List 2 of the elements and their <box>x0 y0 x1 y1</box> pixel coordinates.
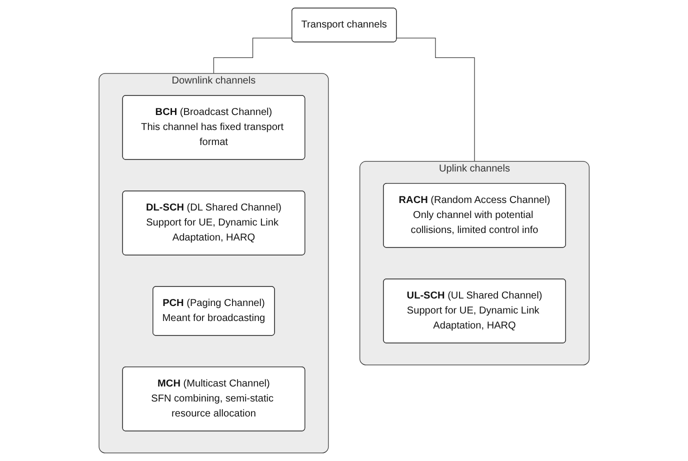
connector <box>396 38 475 162</box>
connector <box>213 38 292 74</box>
